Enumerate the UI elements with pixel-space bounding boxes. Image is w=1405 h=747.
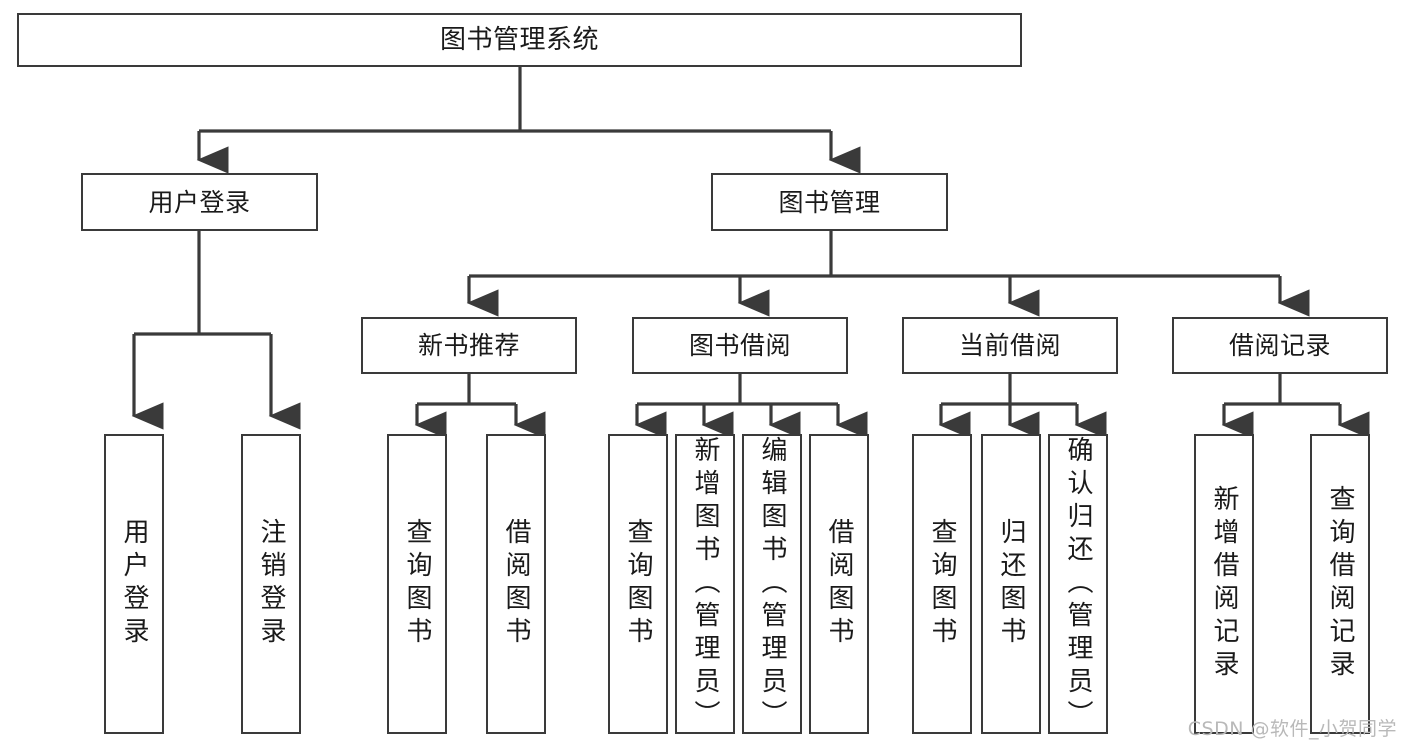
leaf-new-book-borrow[interactable]: 借阅图书 <box>486 434 546 734</box>
leaf-current-borrow-return[interactable]: 归还图书 <box>981 434 1041 734</box>
node-label: 当前借阅 <box>958 331 1061 360</box>
node-label: 注销登录 <box>256 518 286 650</box>
node-user-login[interactable]: 用户登录 <box>81 173 318 231</box>
node-root-system[interactable]: 图书管理系统 <box>17 13 1022 67</box>
node-label: 编辑图书（管理员） <box>757 435 787 733</box>
leaf-book-borrow-query[interactable]: 查询图书 <box>608 434 668 734</box>
node-label: 查询借阅记录 <box>1325 485 1355 683</box>
node-book-management[interactable]: 图书管理 <box>711 173 948 231</box>
node-new-book-recommend[interactable]: 新书推荐 <box>361 317 577 374</box>
leaf-current-borrow-confirm-return[interactable]: 确认归还（管理员） <box>1048 434 1108 734</box>
leaf-borrow-record-query[interactable]: 查询借阅记录 <box>1310 434 1370 734</box>
node-label: 归还图书 <box>996 518 1026 650</box>
node-book-borrow[interactable]: 图书借阅 <box>632 317 848 374</box>
node-label: 新增借阅记录 <box>1209 485 1239 683</box>
node-label: 图书管理系统 <box>439 25 599 55</box>
node-current-borrow[interactable]: 当前借阅 <box>902 317 1118 374</box>
node-borrow-record[interactable]: 借阅记录 <box>1172 317 1388 374</box>
leaf-book-borrow-borrow[interactable]: 借阅图书 <box>809 434 869 734</box>
node-label: 查询图书 <box>927 518 957 650</box>
leaf-borrow-record-add[interactable]: 新增借阅记录 <box>1194 434 1254 734</box>
node-label: 用户登录 <box>148 187 251 217</box>
leaf-book-borrow-edit[interactable]: 编辑图书（管理员） <box>742 434 802 734</box>
leaf-current-borrow-query[interactable]: 查询图书 <box>912 434 972 734</box>
node-label: 查询图书 <box>623 518 653 650</box>
node-label: 查询图书 <box>402 518 432 650</box>
leaf-user-login-logout[interactable]: 注销登录 <box>241 434 301 734</box>
node-label: 借阅图书 <box>501 518 531 650</box>
node-label: 图书借阅 <box>688 331 791 360</box>
node-label: 图书管理 <box>778 187 881 217</box>
node-label: 借阅图书 <box>824 518 854 650</box>
node-label: 借阅记录 <box>1228 331 1331 360</box>
leaf-book-borrow-add[interactable]: 新增图书（管理员） <box>675 434 735 734</box>
node-label: 确认归还（管理员） <box>1063 435 1093 733</box>
leaf-new-book-query[interactable]: 查询图书 <box>387 434 447 734</box>
csdn-watermark: CSDN @软件_小贺同学 <box>1187 718 1397 740</box>
leaf-user-login-login[interactable]: 用户登录 <box>104 434 164 734</box>
node-label: 新增图书（管理员） <box>690 435 720 733</box>
node-label: 新书推荐 <box>417 331 520 360</box>
node-label: 用户登录 <box>119 518 149 650</box>
